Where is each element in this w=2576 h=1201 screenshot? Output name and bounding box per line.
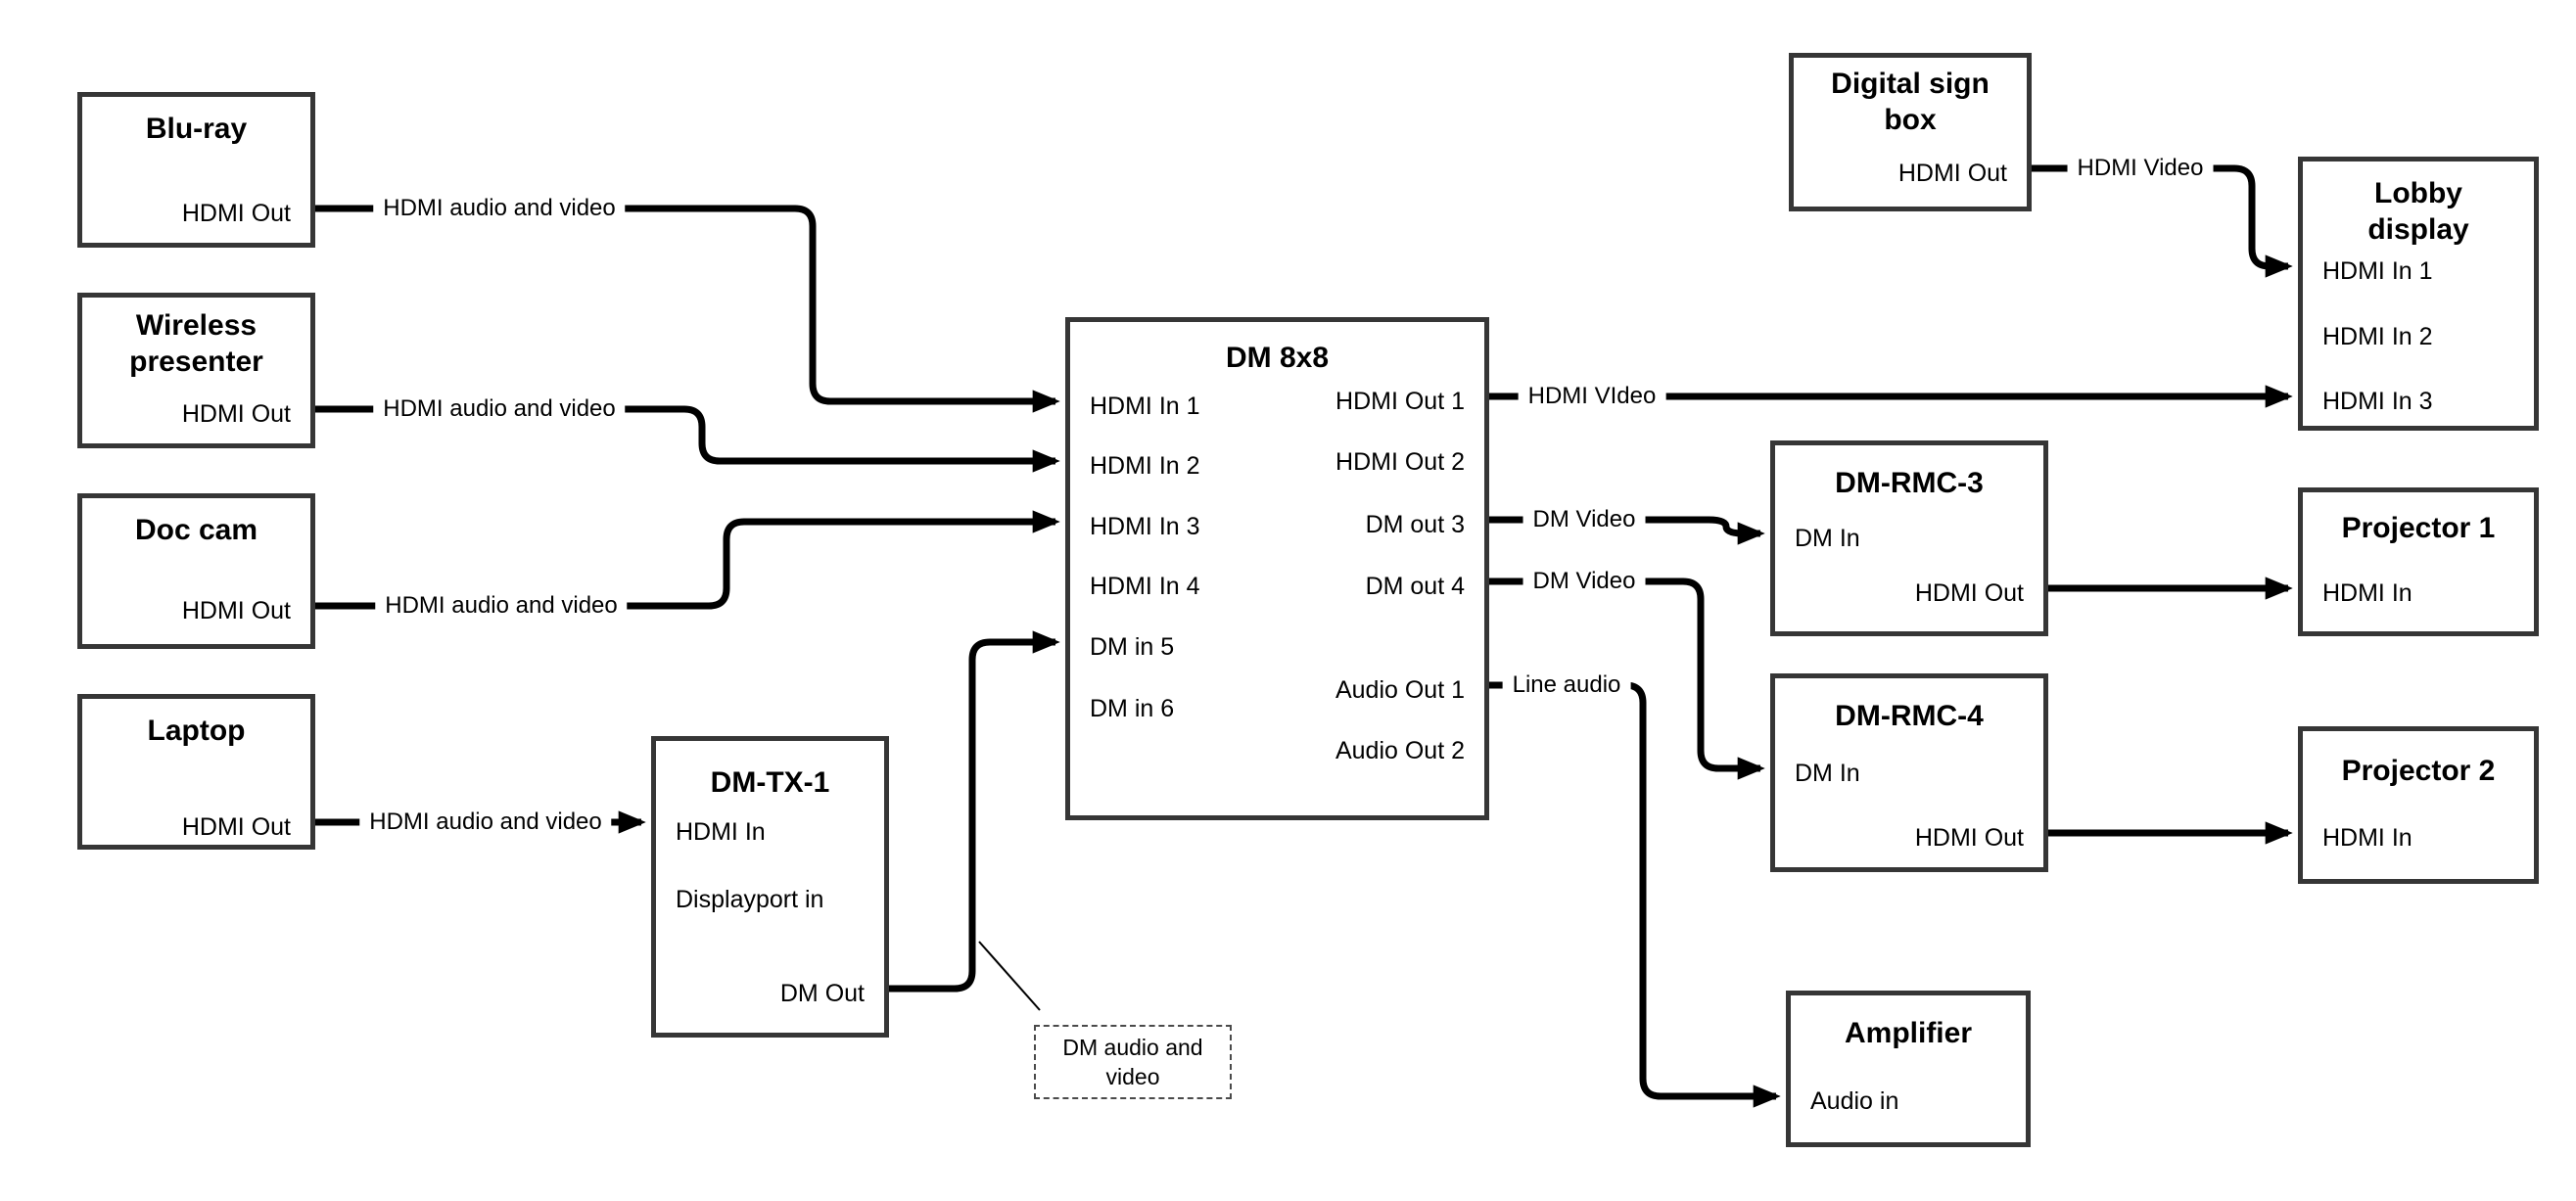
connector-label-dm-video-out3: DM Video [1522, 504, 1646, 535]
port-hdmi-out-1: HDMI Out 1 [1335, 388, 1465, 415]
port-hdmi-in: HDMI In [676, 818, 766, 846]
port-hdmi-in-3: HDMI In 3 [2322, 388, 2433, 415]
port-hdmi-in-4: HDMI In 4 [1090, 573, 1200, 600]
connector-label-hdmi-video-out1: HDMI VIdeo [1518, 381, 1666, 412]
node-title: Amplifier [1844, 1017, 1973, 1049]
port-hdmi-out: HDMI Out [1914, 824, 2024, 852]
port-dm-in: DM In [1795, 525, 1860, 552]
port-hdmi-out: HDMI Out [181, 200, 291, 227]
port-dm-out: DM Out [779, 980, 865, 1007]
node-title: Blu-ray [145, 113, 248, 145]
node-lobby-display: Lobby display HDMI In 1 HDMI In 2 HDMI I… [2298, 157, 2539, 431]
port-hdmi-in-2: HDMI In 2 [1090, 452, 1200, 480]
connector-label-hdmi-av-wireless: HDMI audio and video [373, 393, 626, 425]
node-title: DM-RMC-4 [1835, 700, 1984, 732]
node-wireless-presenter: Wireless presenter HDMI Out [77, 293, 315, 448]
connector-label-dm-video-out4: DM Video [1522, 566, 1646, 597]
node-projector-2: Projector 2 HDMI In [2298, 726, 2539, 884]
port-audio-in: Audio in [1810, 1087, 1899, 1115]
port-hdmi-out: HDMI Out [181, 400, 291, 428]
node-title: DM-RMC-3 [1835, 467, 1984, 499]
node-title: DM 8x8 [1225, 342, 1330, 374]
port-hdmi-in-3: HDMI In 3 [1090, 513, 1200, 540]
port-hdmi-in-1: HDMI In 1 [2322, 257, 2433, 285]
port-hdmi-in: HDMI In [2322, 579, 2412, 607]
port-dm-out-3: DM out 3 [1365, 511, 1465, 538]
node-dm-tx-1: DM-TX-1 HDMI In Displayport in DM Out [651, 736, 889, 1038]
node-blu-ray: Blu-ray HDMI Out [77, 92, 315, 248]
node-laptop: Laptop HDMI Out [77, 694, 315, 850]
connector-label-line-audio: Line audio [1502, 670, 1631, 701]
node-title: Projector 1 [2341, 512, 2496, 544]
node-doc-cam: Doc cam HDMI Out [77, 493, 315, 649]
node-dm-rmc-3: DM-RMC-3 DM In HDMI Out [1770, 440, 2048, 636]
node-title: Lobby display [2367, 177, 2469, 246]
port-hdmi-out: HDMI Out [1897, 160, 2007, 187]
port-hdmi-out: HDMI Out [1914, 579, 2024, 607]
connector-wireless-to-dm8x8-hdmi-in-2 [315, 405, 1060, 473]
note-dm-audio-video: DM audio and video [1034, 1025, 1232, 1099]
node-title: DM-TX-1 [710, 766, 830, 799]
connector-label-hdmi-av-laptop: HDMI audio and video [359, 807, 612, 838]
port-hdmi-in: HDMI In [2322, 824, 2412, 852]
connector-label-hdmi-video-sign: HDMI Video [2067, 153, 2214, 184]
connector-dm8x8-dm-out-4-to-dm-rmc-4 [1489, 577, 1765, 780]
node-title: Projector 2 [2341, 755, 2496, 787]
port-dm-in: DM In [1795, 760, 1860, 787]
port-hdmi-out-2: HDMI Out 2 [1335, 448, 1465, 476]
node-title: Doc cam [134, 514, 258, 546]
connector-label-hdmi-av-doccam: HDMI audio and video [375, 590, 628, 622]
connector-digital-sign-to-lobby-hdmi-in-1 [2032, 164, 2293, 278]
connector-label-hdmi-av-bluray: HDMI audio and video [373, 193, 626, 224]
port-displayport-in: Displayport in [676, 886, 824, 913]
port-audio-out-1: Audio Out 1 [1335, 676, 1465, 704]
port-hdmi-out: HDMI Out [181, 597, 291, 624]
port-dm-in-5: DM in 5 [1090, 633, 1175, 661]
node-dm-8x8: DM 8x8 HDMI In 1 HDMI In 2 HDMI In 3 HDM… [1065, 317, 1489, 820]
port-dm-in-6: DM in 6 [1090, 695, 1175, 722]
note-callout-line [978, 941, 1041, 1011]
port-hdmi-in-2: HDMI In 2 [2322, 323, 2433, 350]
node-amplifier: Amplifier Audio in [1786, 991, 2031, 1147]
node-title: Digital sign box [1831, 68, 1990, 136]
port-hdmi-in-1: HDMI In 1 [1090, 393, 1200, 420]
node-dm-rmc-4: DM-RMC-4 DM In HDMI Out [1770, 673, 2048, 872]
connector-dm-tx-1-to-dm8x8-dm-in-5 [889, 630, 1060, 993]
port-dm-out-4: DM out 4 [1365, 573, 1465, 600]
node-digital-sign-box: Digital sign box HDMI Out [1789, 53, 2032, 211]
connector-dm8x8-dm-out-3-to-dm-rmc-3 [1489, 516, 1765, 545]
connector-doc-cam-to-dm8x8-hdmi-in-3 [315, 510, 1060, 610]
connector-dm8x8-audio-out-1-to-amplifier [1489, 681, 1781, 1108]
node-title: Laptop [147, 715, 246, 747]
node-projector-1: Projector 1 HDMI In [2298, 487, 2539, 636]
port-hdmi-out: HDMI Out [181, 813, 291, 841]
node-title: Wireless presenter [129, 309, 263, 378]
connector-blu-ray-to-dm8x8-hdmi-in-1 [315, 205, 1060, 413]
port-audio-out-2: Audio Out 2 [1335, 737, 1465, 764]
